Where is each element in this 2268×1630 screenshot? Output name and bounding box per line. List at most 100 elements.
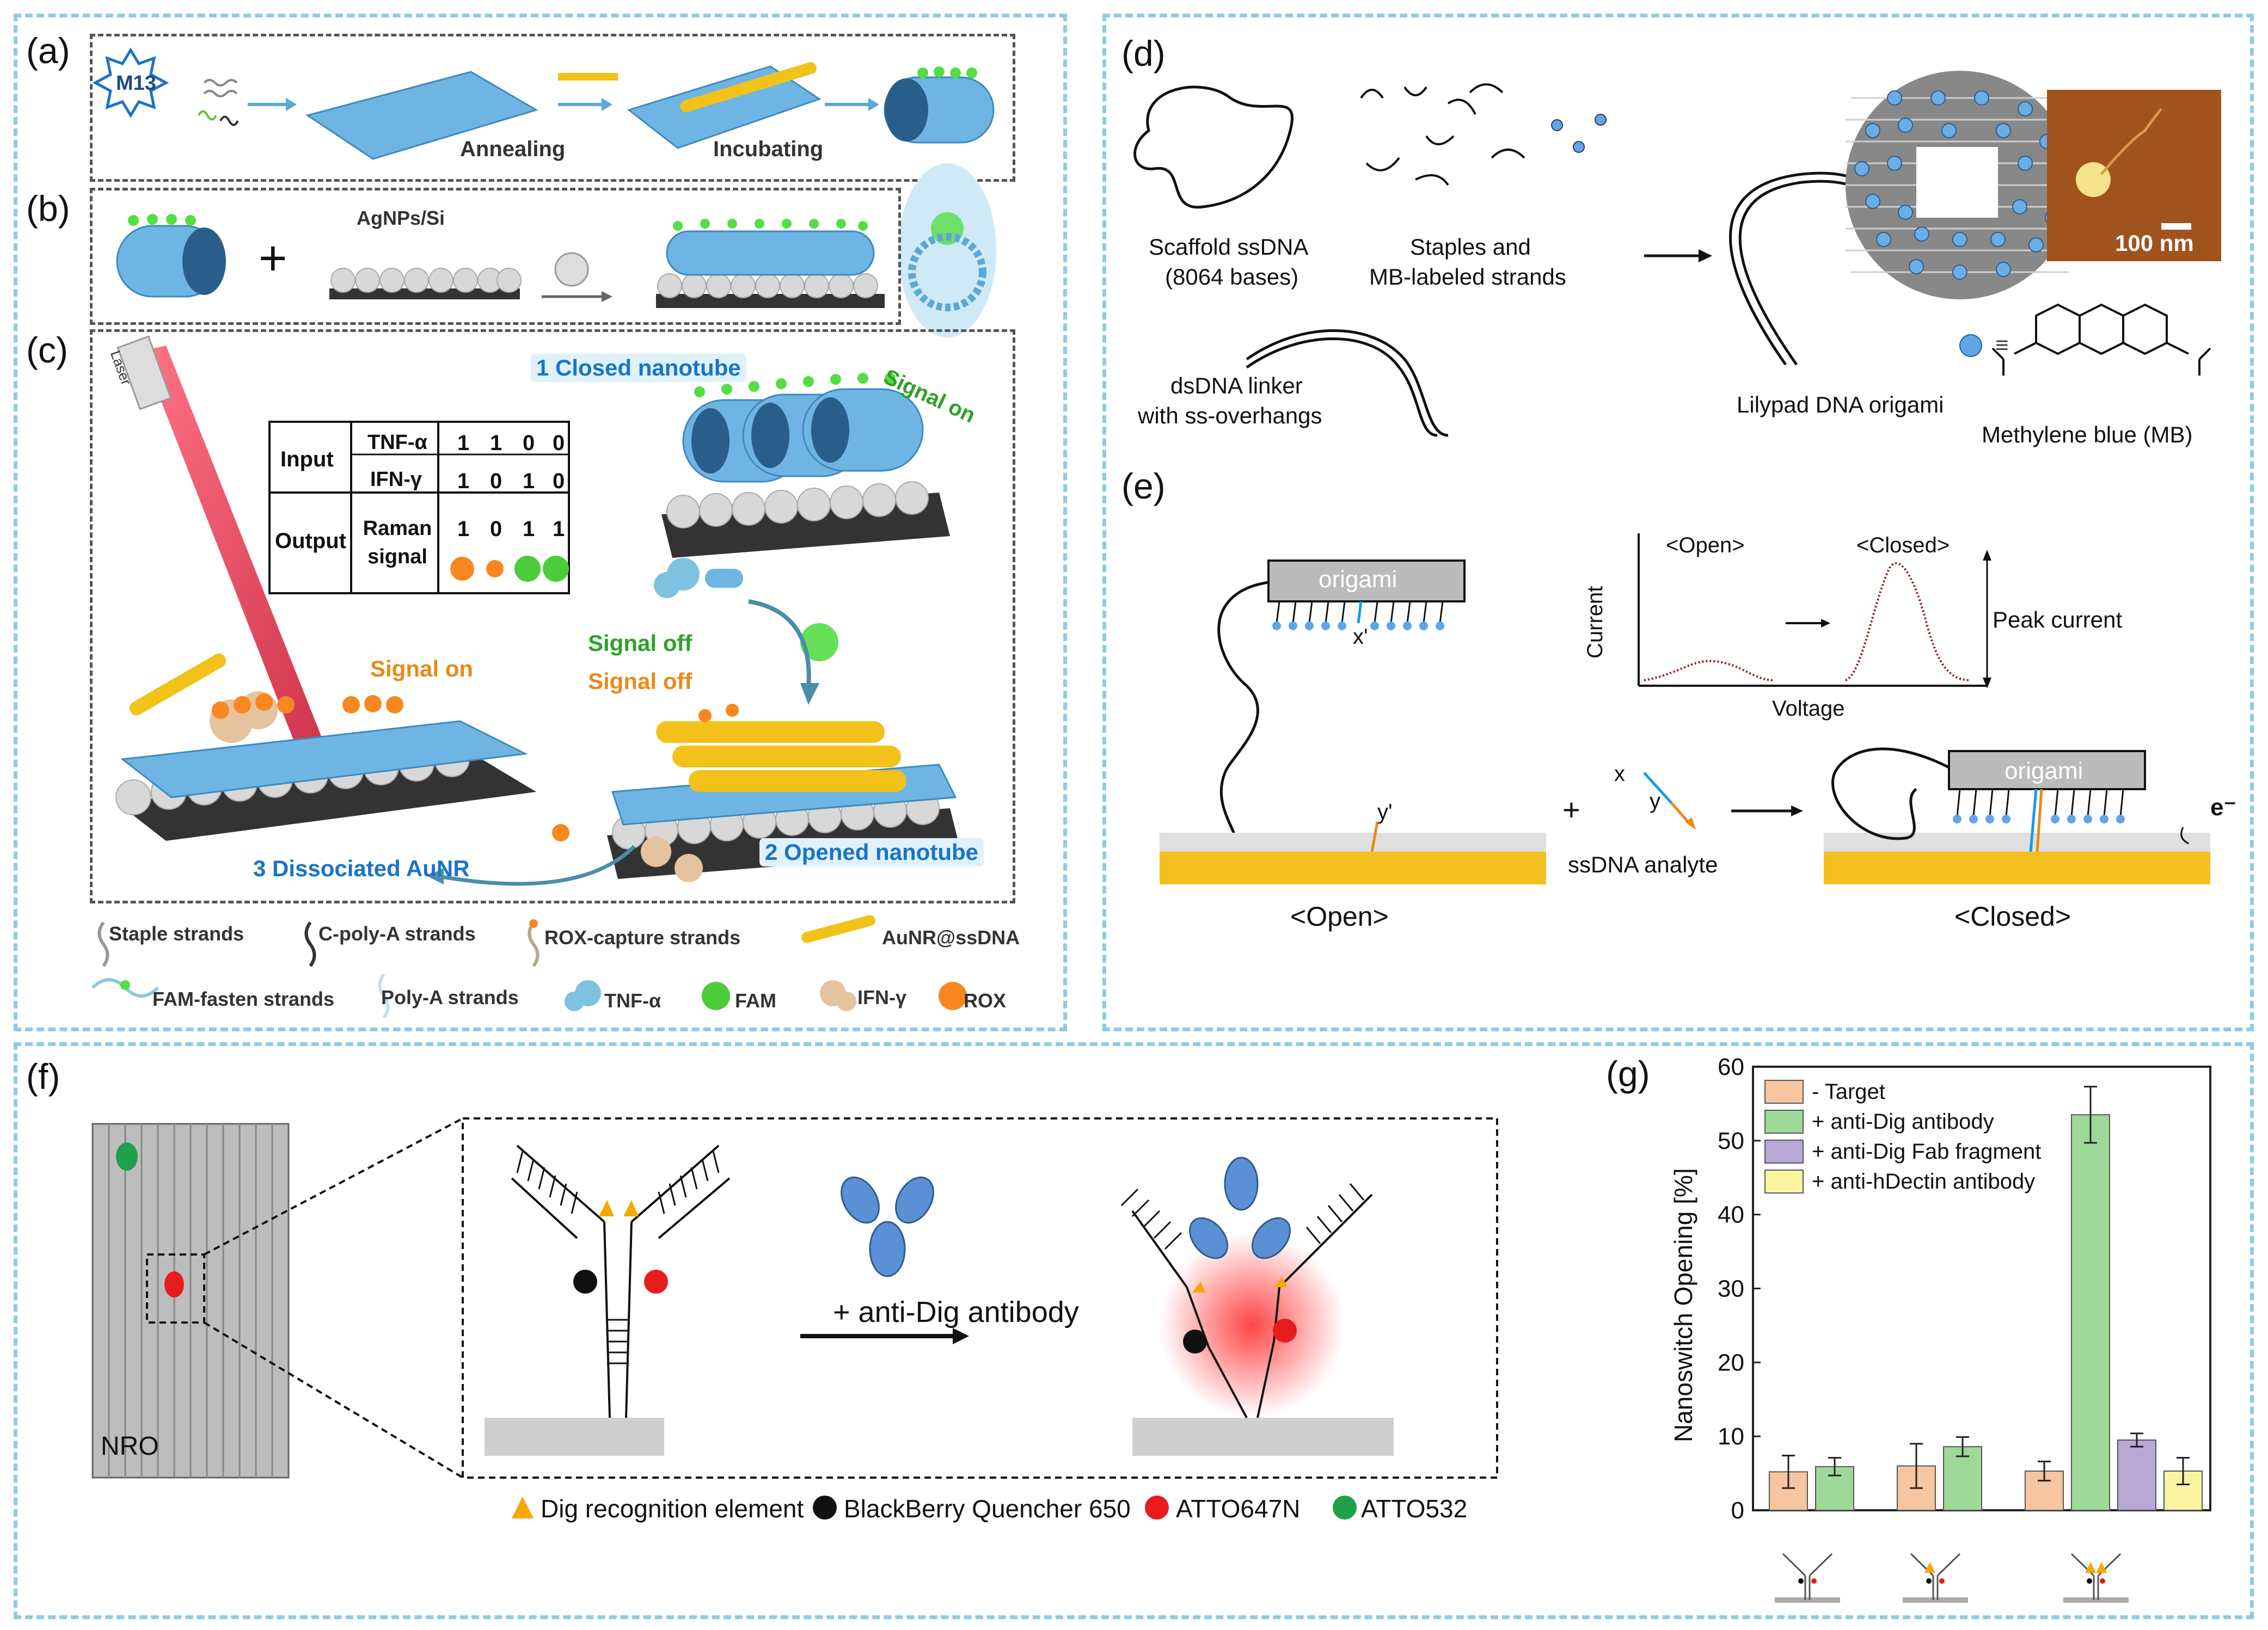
panel-a-diagram <box>92 47 995 160</box>
legend-label: + anti-Dig Fab fragment <box>1812 1140 2041 1164</box>
current-axis-label: Current <box>1583 586 1607 659</box>
signal-off-orange-label: Signal off <box>588 668 692 694</box>
peak-current-label: Peak current <box>1993 607 2123 632</box>
panel-a-label: (a) <box>26 30 70 71</box>
mb-strands-label: MB-labeled strands <box>1369 264 1566 290</box>
y-prime-label: y' <box>1377 800 1393 824</box>
f-legend-atto647: ATTO647N <box>1176 1494 1301 1523</box>
panel-e-label: (e) <box>1121 466 1166 506</box>
legend-rox: ROX <box>964 989 1007 1012</box>
tt-ifn-val-4: 0 <box>553 469 565 493</box>
tt-ifn-val-3: 1 <box>523 469 535 493</box>
mb-label: Methylene blue (MB) <box>1982 422 2193 447</box>
panel-b-diagram: + <box>116 214 885 308</box>
legend-cpolya: C-poly-A strands <box>318 922 476 945</box>
tt-raman-val-4: 1 <box>553 517 565 541</box>
closed-nanotube-label: 1 Closed nanotube <box>531 354 746 382</box>
tt-tnf-val-4: 0 <box>553 431 565 455</box>
legend-fam: FAM <box>735 989 776 1012</box>
linker-overhang-label: with ss-overhangs <box>1138 403 1322 428</box>
panel-d-label: (d) <box>1121 33 1166 73</box>
nanoswitch-glyph-icon <box>2063 1553 2129 1603</box>
nanoswitch-glyph-icon <box>1775 1553 1840 1603</box>
x-prime-label: x' <box>1353 625 1368 649</box>
annealing-label: Annealing <box>460 137 566 161</box>
tt-tnf-val-1: 1 <box>457 431 470 455</box>
legend-label: + anti-Dig antibody <box>1812 1110 1994 1134</box>
anti-dig-antibody-label: + anti-Dig antibody <box>833 1296 1079 1328</box>
nro-label: NRO <box>101 1432 159 1461</box>
y-tick-label: 40 <box>1718 1202 1744 1228</box>
y-tick-label: 30 <box>1718 1276 1744 1302</box>
panel-c-diagram <box>115 335 961 886</box>
f-legend-atto532: ATTO532 <box>1361 1494 1468 1523</box>
y-tick-label: 0 <box>1731 1497 1744 1524</box>
nanoswitch-glyph-icon <box>1903 1553 1968 1603</box>
origami-closed-label: origami <box>2005 758 2083 784</box>
panel-c-label: (c) <box>26 330 68 370</box>
legend-swatch <box>1764 1170 1804 1194</box>
y-tick-label: 50 <box>1718 1128 1744 1154</box>
legend-famfasten: FAM-fasten strands <box>152 988 335 1010</box>
panel-f-label: (f) <box>26 1056 60 1097</box>
tt-raman-label: Raman signal <box>363 517 432 568</box>
signal-on-orange-label: Signal on <box>370 656 473 681</box>
legend-swatch <box>1764 1140 1804 1164</box>
laser-beam <box>142 346 324 748</box>
panel-fg-frame <box>14 1042 2254 1619</box>
tt-raman-val-1: 1 <box>457 517 470 541</box>
lilypad-label: Lilypad DNA origami <box>1737 392 1944 417</box>
y-tick-label: 60 <box>1718 1054 1744 1080</box>
closed-state-label: <Closed> <box>1954 901 2071 932</box>
afm-scale-label: 100 nm <box>2115 230 2194 256</box>
legend-swatch <box>1764 1110 1804 1134</box>
voltage-axis-label: Voltage <box>1772 697 1845 721</box>
y-tick-label: 10 <box>1718 1423 1744 1450</box>
panel-c-legend-symbols <box>91 915 967 1019</box>
panel-f-legend-symbols <box>512 1496 1357 1520</box>
graph-closed-tag: <Closed> <box>1856 533 1950 557</box>
plus-sign: + <box>1562 792 1580 827</box>
panel-f-diagram <box>91 1117 1498 1479</box>
linker-label: dsDNA linker <box>1170 373 1303 398</box>
legend-tnf: TNF-α <box>604 989 661 1012</box>
scaffold-ssdna-loop <box>1133 85 1294 209</box>
analyte-x-label: x <box>1614 762 1625 786</box>
panel-de-frame <box>1102 14 2254 1031</box>
tt-tnf-val-3: 0 <box>523 431 535 455</box>
hairpin-glow-diagram <box>898 163 996 337</box>
panel-a-box <box>90 34 1015 182</box>
tt-output-label: Output <box>275 529 347 553</box>
bar <box>2117 1439 2156 1511</box>
analyte-y-label: y <box>1650 789 1660 813</box>
signal-off-green-label: Signal off <box>588 630 692 656</box>
agnps-si-label: AgNPs/Si <box>357 207 445 229</box>
analyte-label: ssDNA analyte <box>1568 852 1718 877</box>
origami-open-label: origami <box>1319 566 1397 593</box>
equiv-symbol: ≡ <box>1995 332 2009 358</box>
panel-g-label: (g) <box>1606 1054 1650 1094</box>
panel-e-diagram <box>1160 533 2210 884</box>
incubating-label: Incubating <box>713 137 824 161</box>
m13-star-icon <box>92 47 169 118</box>
open-state-label: <Open> <box>1290 901 1389 932</box>
tt-ifn-val-2: 0 <box>490 469 502 493</box>
legend-staple: Staple strands <box>109 922 244 945</box>
staples-label: Staples and <box>1410 234 1531 260</box>
legend-ifn: IFN-γ <box>857 986 906 1008</box>
f-legend-bbq: BlackBerry Quencher 650 <box>844 1494 1131 1523</box>
tt-input-label: Input <box>280 447 334 471</box>
tt-raman-val-2: 0 <box>490 517 502 541</box>
legend-aunr: AuNR@ssDNA <box>882 926 1020 949</box>
graph-open-tag: <Open> <box>1666 533 1745 557</box>
m13-label: M13 <box>116 72 156 95</box>
panel-b-label: (b) <box>26 188 70 229</box>
bar <box>2071 1114 2110 1511</box>
electron-label: e⁻ <box>2210 794 2236 821</box>
svg-text:+: + <box>259 231 287 286</box>
tt-ifn-val-1: 1 <box>457 469 470 493</box>
panel-c-box <box>90 329 1015 903</box>
opened-nanotube-label: 2 Opened nanotube <box>759 838 984 866</box>
scaffold-bases-label: (8064 bases) <box>1165 264 1299 290</box>
